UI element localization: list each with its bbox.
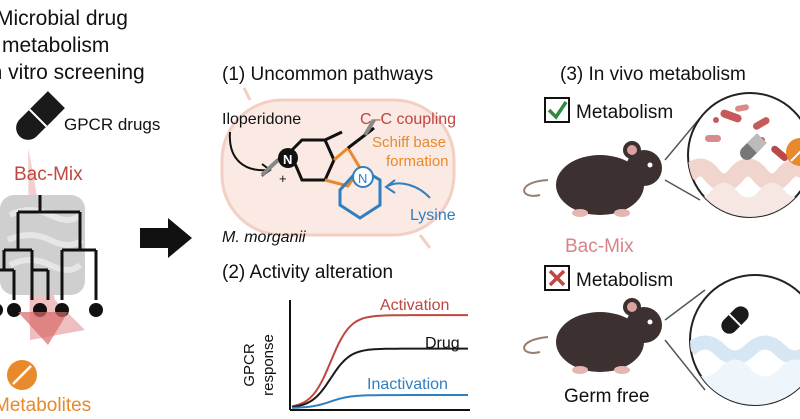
activation-curve xyxy=(291,314,468,408)
bacterium-flagellum xyxy=(242,87,252,101)
n-plus-label: + xyxy=(279,171,287,186)
bacterium-outline xyxy=(220,98,456,237)
bacmix-mouse-label: Bac-Mix xyxy=(565,236,634,257)
gut-zoom-bacmix xyxy=(687,92,800,218)
cc-coupling-label: C–C coupling xyxy=(360,111,456,128)
metabolite-tablet-icon xyxy=(7,360,37,390)
left-title-line-3: in vitro screening xyxy=(0,61,145,84)
zoom-line-top-2 xyxy=(664,289,706,321)
left-title-line-1: Microbial drug xyxy=(0,7,128,30)
lysine-label: Lysine xyxy=(410,207,456,224)
schiff-base-line-2: formation xyxy=(386,153,449,170)
mouse-icon-bacmix xyxy=(523,141,662,217)
zoom-line-bottom-2 xyxy=(664,339,706,391)
bacmix-label: Bac-Mix xyxy=(14,164,83,185)
panel1-title: (1) Uncommon pathways xyxy=(222,64,433,85)
inactivation-label: Inactivation xyxy=(367,376,448,393)
metabolism-no-label: Metabolism xyxy=(576,270,673,291)
metabolism-yes-label: Metabolism xyxy=(576,102,673,123)
lysine-arrowhead xyxy=(384,179,396,194)
left-title-line-2: metabolism xyxy=(2,34,109,57)
drug-curve xyxy=(291,347,468,408)
molecule-structure xyxy=(260,118,382,220)
ylabel-line-2: response xyxy=(260,334,277,396)
n-atom-node xyxy=(278,148,298,168)
inactivation-curve xyxy=(291,394,468,409)
iloperidone-label: Iloperidone xyxy=(222,111,301,128)
big-right-arrow xyxy=(140,218,192,258)
mouse-icon-germfree xyxy=(523,298,662,374)
zoom-line-top-1 xyxy=(664,117,701,161)
ylabel-line-1: GPCR xyxy=(241,343,258,387)
gpcr-drugs-label: GPCR drugs xyxy=(64,115,160,134)
panel2-title: (2) Activity alteration xyxy=(222,262,393,283)
down-arrow xyxy=(18,312,68,345)
panel3-title: (3) In vivo metabolism xyxy=(560,64,746,85)
checkmark-box-icon xyxy=(544,97,570,123)
n-atom-label: N xyxy=(283,152,292,167)
cross-box-icon xyxy=(544,265,570,291)
gut-zoom-germfree xyxy=(689,274,800,406)
activation-label: Activation xyxy=(380,297,449,314)
n-atom-lysine-label: N xyxy=(358,171,367,186)
metabolites-label: Metabolites xyxy=(0,395,91,416)
lysine-arrow xyxy=(387,182,431,199)
schiff-base-line-1: Schiff base xyxy=(372,134,446,151)
dendrogram-tree xyxy=(0,195,98,300)
organism-label: M. morganii xyxy=(222,229,306,246)
germfree-label: Germ free xyxy=(564,386,650,407)
capsule-pill-icon xyxy=(16,91,65,140)
zoom-line-bottom-1 xyxy=(664,179,701,201)
bacterium-pilus xyxy=(418,234,432,249)
activity-plot xyxy=(289,300,470,411)
drug-label: Drug xyxy=(425,335,460,352)
n-atom-lysine-node xyxy=(352,166,374,188)
iloperidone-arrow xyxy=(228,131,269,172)
